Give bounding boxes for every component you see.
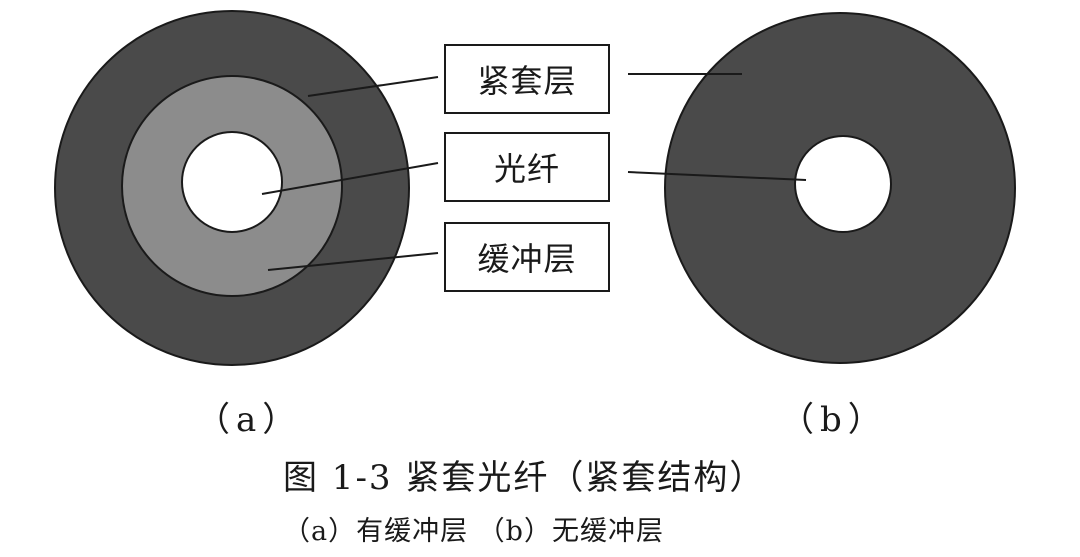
leader-line-buffer-a	[267, 252, 439, 271]
label-buffer-layer-text: 缓冲层	[477, 240, 577, 278]
fiber-core-b	[794, 135, 892, 233]
label-fiber-text: 光纤	[493, 150, 560, 188]
fiber-cross-section-b	[664, 12, 1016, 364]
fiber-cross-section-a	[54, 10, 410, 366]
figure-title: 图 1-3 紧套光纤（紧套结构）	[283, 458, 766, 498]
label-fiber: 光纤	[444, 132, 610, 202]
label-tight-buffer-layer-text: 紧套层	[477, 62, 577, 100]
leader-line-fiber-b	[627, 171, 807, 181]
subfigure-label-b: （b）	[780, 400, 888, 440]
subfigure-label-a: （a）	[196, 400, 303, 440]
fiber-core-a	[181, 131, 283, 233]
leader-line-fiber-a	[261, 162, 439, 195]
label-tight-buffer-layer: 紧套层	[444, 44, 610, 114]
label-buffer-layer: 缓冲层	[444, 222, 610, 292]
leader-line-tight-buffer-a	[307, 76, 439, 97]
figure-subcaption: （a）有缓冲层 （b）无缓冲层	[283, 516, 664, 547]
